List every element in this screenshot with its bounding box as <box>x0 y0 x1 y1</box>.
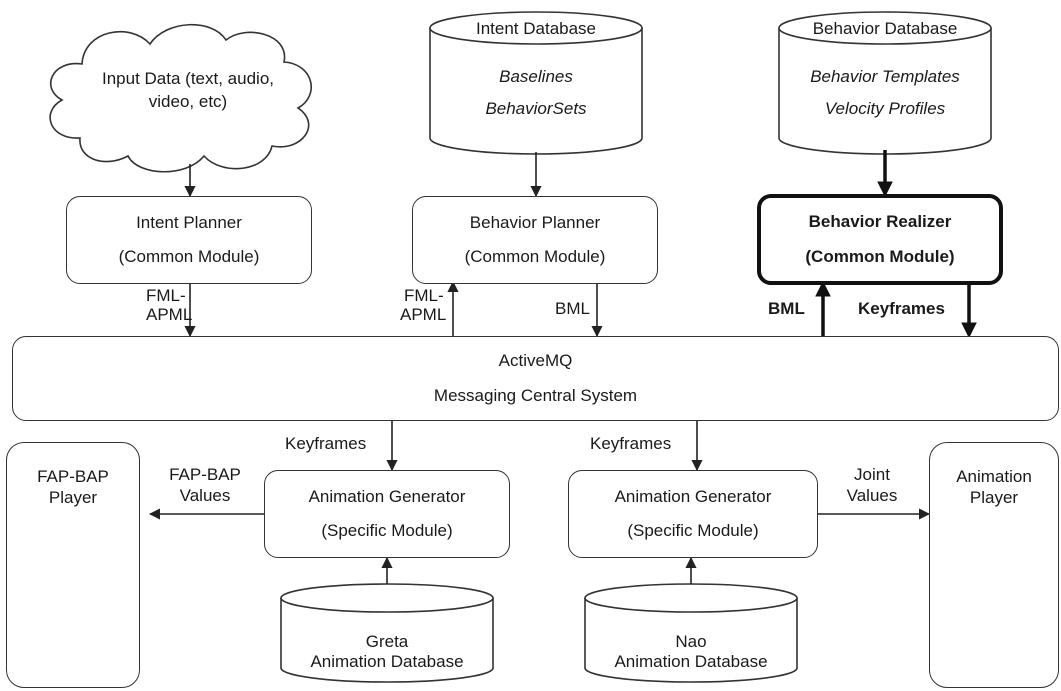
greta-db-label: Greta Animation Database <box>281 632 493 673</box>
joint-values-label-1: Joint <box>854 465 890 484</box>
activemq-title: ActiveMQ <box>498 351 573 371</box>
keyframes-label-right: Keyframes <box>590 434 672 453</box>
keyframes-label-left: Keyframes <box>285 434 367 453</box>
fap-bap-player-title: FAP-BAP Player <box>6 466 140 509</box>
bml-label-2: BML <box>768 299 805 318</box>
activemq-subtitle: Messaging Central System <box>433 385 638 405</box>
input-data-line1: Input Data (text, audio, <box>102 69 274 88</box>
fap-bap-values-label-1: FAP-BAP <box>169 465 241 484</box>
anim-gen-right-subtitle: (Specific Module) <box>627 521 759 540</box>
animation-player-line2: Player <box>969 488 1019 508</box>
input-data-line2: video, etc) <box>148 91 228 111</box>
intent-planner-subtitle: (Common Module) <box>118 247 260 266</box>
intent-database-cylinder <box>429 11 643 155</box>
behavior-planner-subtitle: (Common Module) <box>464 247 606 266</box>
input-data-cloud <box>49 23 313 173</box>
greta-database-cylinder <box>280 583 494 683</box>
intent-database-title: Intent Database <box>475 19 597 38</box>
nao-db-line2: Animation Database <box>614 652 768 672</box>
fap-bap-values-label-2: Values <box>179 486 231 505</box>
animation-player-title: Animation Player <box>929 466 1059 509</box>
behavior-realizer-box: Behavior Realizer (Common Module) <box>757 194 1003 285</box>
activemq-box: ActiveMQ Messaging Central System <box>12 336 1059 421</box>
animation-generator-left-box: Animation Generator (Specific Module) <box>264 470 510 558</box>
fml-apml-label-2b: APML <box>400 305 447 324</box>
greta-db-line1: Greta <box>365 632 409 651</box>
greta-db-line2: Animation Database <box>310 652 464 672</box>
intent-planner-box: Intent Planner (Common Module) <box>66 196 312 284</box>
animation-player-frame <box>929 442 1059 688</box>
fap-bap-player-frame <box>6 442 140 688</box>
behavior-planner-title: Behavior Planner <box>469 212 601 232</box>
fap-bap-player-line2: Player <box>48 488 98 508</box>
behavior-db-item-templates: Behavior Templates <box>810 67 960 86</box>
fap-bap-player-line1: FAP-BAP <box>37 467 109 486</box>
keyframes-label-top: Keyframes <box>858 299 945 318</box>
bml-label-1: BML <box>555 299 590 318</box>
nao-db-label: Nao Animation Database <box>585 632 797 673</box>
behavior-database-title: Behavior Database <box>812 19 958 38</box>
intent-planner-title: Intent Planner <box>136 212 242 232</box>
behavior-database-cylinder <box>778 11 992 155</box>
fml-apml-label-1b: APML <box>146 305 193 324</box>
fml-apml-label-2a: FML- <box>404 286 444 305</box>
anim-gen-right-title: Animation Generator <box>614 486 772 506</box>
behavior-planner-box: Behavior Planner (Common Module) <box>412 196 658 284</box>
joint-values-label-2: Values <box>846 486 898 505</box>
behavior-realizer-subtitle: (Common Module) <box>805 246 955 266</box>
nao-db-line1: Nao <box>675 632 707 651</box>
intent-db-item-behaviorsets: BehaviorSets <box>485 99 587 118</box>
animation-generator-right-box: Animation Generator (Specific Module) <box>568 470 818 558</box>
behavior-realizer-title: Behavior Realizer <box>808 212 952 232</box>
animation-player-line1: Animation <box>956 467 1032 486</box>
intent-db-item-baselines: Baselines <box>499 67 573 86</box>
nao-database-cylinder <box>584 583 798 683</box>
fml-apml-label-1a: FML- <box>146 286 186 305</box>
anim-gen-left-title: Animation Generator <box>308 486 466 506</box>
input-data-label: Input Data (text, audio, video, etc) <box>78 68 298 114</box>
behavior-db-item-velocity: Velocity Profiles <box>824 99 946 118</box>
anim-gen-left-subtitle: (Specific Module) <box>321 521 453 540</box>
